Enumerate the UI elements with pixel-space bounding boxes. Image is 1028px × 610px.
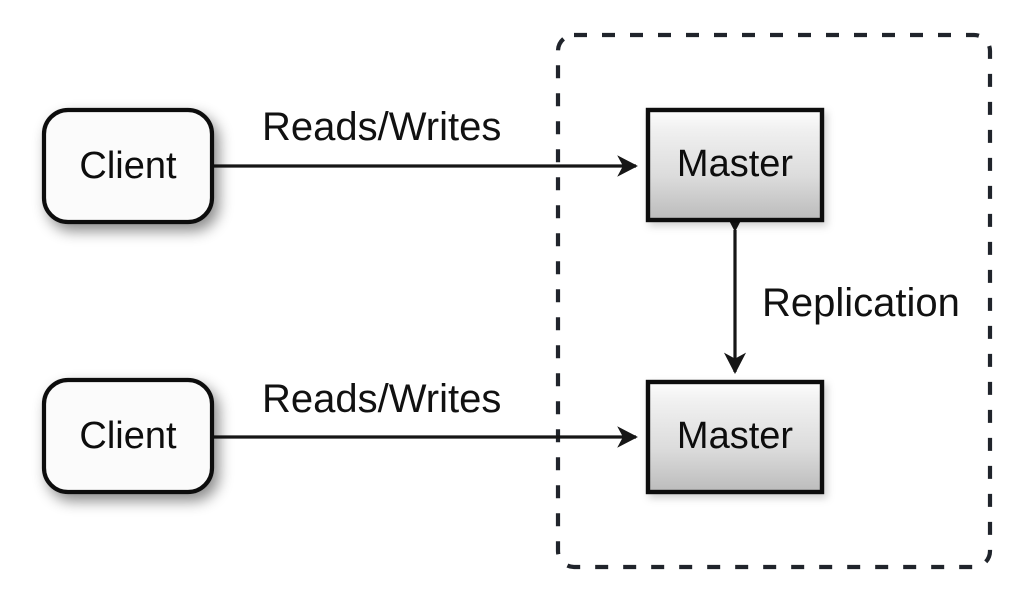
edge-label-reads-writes-top: Reads/Writes — [262, 105, 501, 149]
master-bottom-label: Master — [677, 415, 793, 457]
master-top-label: Master — [677, 143, 793, 185]
client-top-shape[interactable] — [41, 107, 215, 225]
edge-client-top-to-master-top: Reads/Writes — [213, 105, 638, 177]
client-top-label: Client — [79, 145, 177, 187]
master-bottom-shape[interactable] — [645, 379, 825, 495]
node-master-top[interactable] — [645, 107, 825, 223]
node-client-top[interactable] — [41, 107, 215, 225]
edge-label-reads-writes-bottom: Reads/Writes — [262, 377, 501, 421]
node-master-bottom[interactable] — [645, 379, 825, 495]
node-client-bottom[interactable] — [41, 377, 215, 495]
client-bottom-label: Client — [79, 415, 177, 457]
edge-master-replication: Replication — [723, 210, 960, 374]
edge-client-bottom-to-master-bottom: Reads/Writes — [213, 377, 638, 448]
replication-cluster-boundary — [555, 32, 993, 570]
master-top-shape[interactable] — [645, 107, 825, 223]
edge-label-replication: Replication — [762, 281, 960, 325]
client-bottom-shape[interactable] — [41, 377, 215, 495]
